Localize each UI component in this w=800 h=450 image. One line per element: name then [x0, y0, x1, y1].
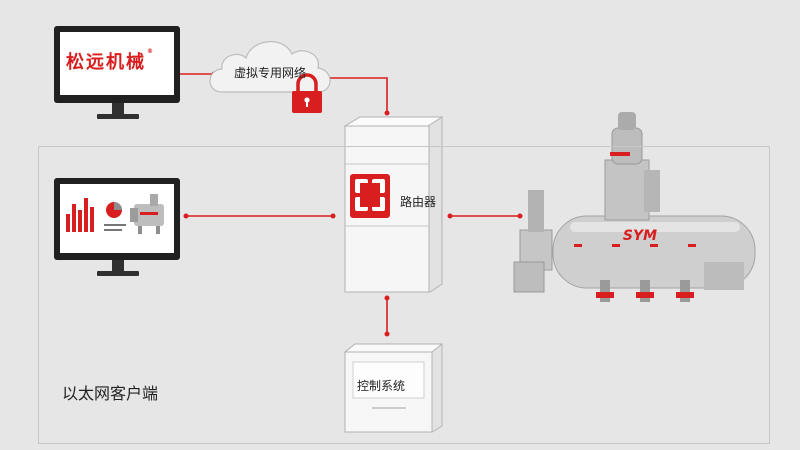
bar-chart-icon	[66, 198, 94, 232]
ethernet-client-area	[38, 146, 770, 444]
connector-dot	[384, 331, 390, 337]
monitor-icon	[54, 178, 180, 276]
connector-dot	[447, 213, 453, 219]
brand-monitor-icon	[54, 26, 180, 119]
machine-logo: SYM	[623, 228, 657, 244]
brand-name: 松远机械	[66, 52, 146, 73]
router-label: 路由器	[400, 195, 437, 209]
router-icon	[343, 116, 444, 293]
connection-lines	[180, 73, 520, 334]
connector-dot	[183, 213, 189, 219]
line-cloud-to-router	[330, 77, 388, 112]
mixer-machine-icon: SYM	[513, 112, 756, 302]
connector-dot	[384, 295, 390, 301]
control-system-label: 控制系统	[357, 379, 406, 393]
machine-thumbnail-icon	[130, 194, 164, 234]
brand-logo: 松远机械®	[66, 48, 155, 74]
registered-mark: ®	[147, 48, 155, 55]
ethernet-client-label: 以太网客户端	[62, 384, 159, 403]
router-badge-icon	[350, 174, 390, 218]
connector-dot	[384, 110, 390, 116]
control-cabinet-icon	[343, 343, 444, 433]
connector-dot	[517, 213, 523, 219]
vpn-label: 虚拟专用网络	[234, 66, 307, 80]
connector-dot	[330, 213, 336, 219]
pie-chart-icon	[104, 202, 126, 231]
lock-icon	[292, 73, 322, 113]
